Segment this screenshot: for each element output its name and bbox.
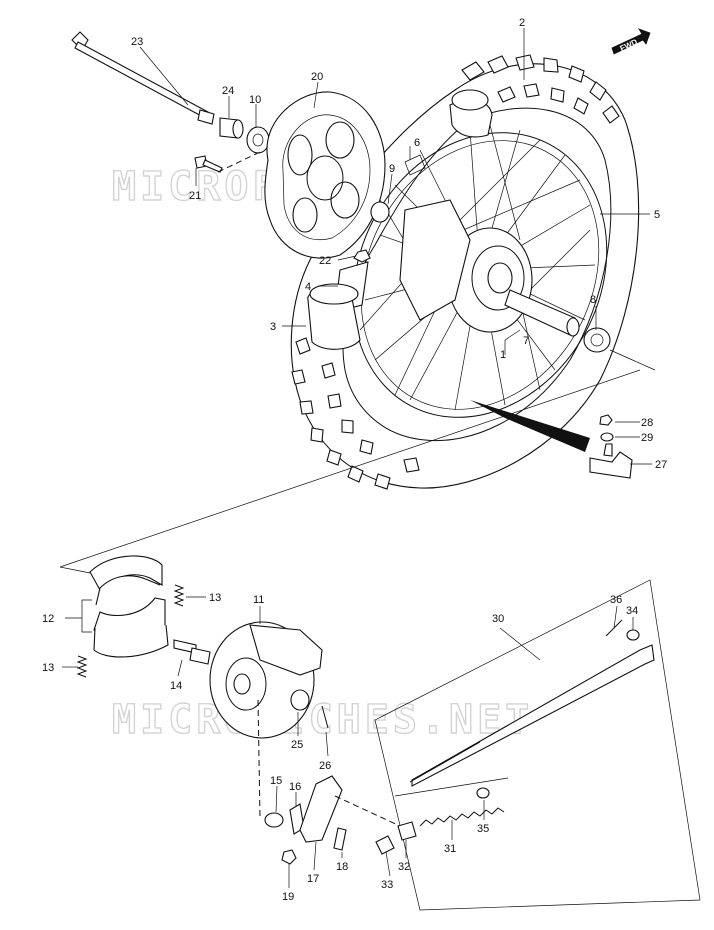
callout-20: 20	[311, 71, 323, 83]
callout-5: 5	[654, 209, 660, 221]
callout-31: 31	[444, 843, 456, 855]
callout-14: 14	[170, 680, 182, 692]
callout-15: 15	[270, 775, 282, 787]
callout-11: 11	[253, 594, 264, 606]
callout-28: 28	[641, 417, 653, 429]
callout-16: 16	[289, 781, 301, 793]
callout-23: 23	[131, 36, 143, 48]
brake-rod-kit-30	[374, 579, 701, 911]
callout-2: 2	[519, 17, 525, 29]
brake-panel-11	[209, 621, 323, 739]
callout-21: 21	[189, 190, 201, 202]
washer-29	[600, 432, 614, 442]
callout-32: 32	[398, 861, 410, 873]
callout-13-upper: 13	[209, 592, 221, 604]
callout-24: 24	[222, 85, 234, 97]
callout-22: 22	[319, 255, 331, 267]
callout-13-lower: 13	[42, 662, 54, 674]
callout-3: 3	[270, 321, 276, 333]
bolt-18	[333, 827, 347, 851]
watermark-bottom: MICROFICHES.NET	[112, 697, 533, 743]
callout-7: 7	[523, 335, 529, 347]
brake-arm-17	[299, 775, 343, 843]
callout-12: 12	[42, 613, 54, 625]
bearing-25	[290, 689, 310, 711]
callout-30: 30	[492, 613, 504, 625]
callout-26: 26	[319, 760, 331, 772]
nut-22	[353, 249, 371, 263]
brake-shoes-12	[89, 555, 169, 658]
callout-33: 33	[381, 879, 393, 891]
spring-13-upper	[173, 584, 185, 607]
bearing-9	[370, 201, 390, 223]
callout-25: 25	[291, 739, 303, 751]
valve-27	[589, 443, 633, 479]
nut-28	[599, 414, 613, 426]
callout-10: 10	[249, 94, 261, 106]
callout-17: 17	[307, 873, 319, 885]
lock-washer-6	[404, 154, 426, 176]
callout-35: 35	[477, 823, 489, 835]
callout-27: 27	[655, 459, 667, 471]
callout-9: 9	[389, 163, 395, 175]
sprocket-20	[264, 91, 386, 259]
callout-29: 29	[641, 432, 653, 444]
callouts: 2 23 20 24 10 21 6 9 5 22 4 3 8 7 1 28 2…	[42, 17, 667, 903]
bolt-21	[194, 155, 223, 173]
callout-19: 19	[282, 891, 294, 903]
spring-13-lower	[76, 655, 88, 678]
callout-18: 18	[336, 861, 348, 873]
callout-36: 36	[610, 594, 622, 606]
cam-14	[173, 639, 211, 665]
dashed-guide-21	[217, 151, 261, 173]
axle-23	[71, 31, 215, 125]
callout-34: 34	[626, 605, 638, 617]
guide-line-left	[59, 369, 641, 568]
leader-lines	[62, 28, 652, 888]
fwd-label: FWD	[619, 37, 640, 53]
pin-26	[321, 705, 329, 729]
callout-1: 1	[500, 349, 506, 361]
washer-15	[264, 812, 284, 828]
callout-4: 4	[305, 281, 311, 293]
fwd-arrow-icon: FWD	[611, 28, 651, 55]
spacer-24	[219, 117, 244, 139]
nut-19	[281, 849, 297, 865]
callout-8: 8	[590, 294, 596, 306]
callout-6: 6	[414, 137, 420, 149]
bearing-10	[246, 126, 270, 154]
